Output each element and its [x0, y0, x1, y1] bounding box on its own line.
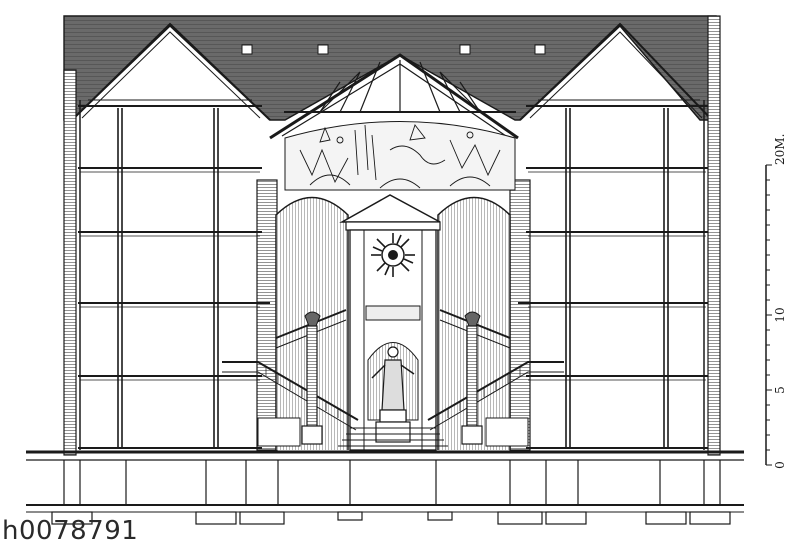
right-outer-wall	[707, 15, 721, 456]
left-outer-wall	[63, 69, 77, 456]
right-inner-wall	[509, 179, 531, 451]
scale-label-0: 0	[773, 461, 787, 469]
scale-label-20: 20M.	[773, 134, 787, 165]
balustrades	[257, 417, 529, 447]
central-steps	[338, 427, 448, 447]
right-lamp-pillar	[461, 311, 483, 445]
left-inner-wall	[256, 179, 278, 451]
foundation-footings	[51, 511, 731, 525]
scale-label-20-value: 20	[773, 150, 787, 165]
scale-bar: 0 5 10 20M.	[765, 134, 787, 469]
left-wing	[63, 22, 278, 456]
basement	[26, 460, 744, 513]
scale-label-10: 10	[773, 307, 787, 322]
ground-floor-line	[26, 450, 744, 461]
catalog-id: h0078791	[2, 516, 139, 546]
left-lamp-pillar	[301, 311, 323, 445]
mural-panel	[284, 121, 516, 191]
sunburst-ornament	[371, 233, 415, 277]
roof-skylights	[241, 44, 546, 55]
central-truss	[269, 53, 519, 140]
central-pediment	[339, 194, 441, 223]
scale-label-5: 5	[773, 386, 787, 394]
scale-unit: M.	[773, 134, 787, 150]
central-statue	[371, 346, 415, 443]
right-wing	[509, 15, 721, 456]
